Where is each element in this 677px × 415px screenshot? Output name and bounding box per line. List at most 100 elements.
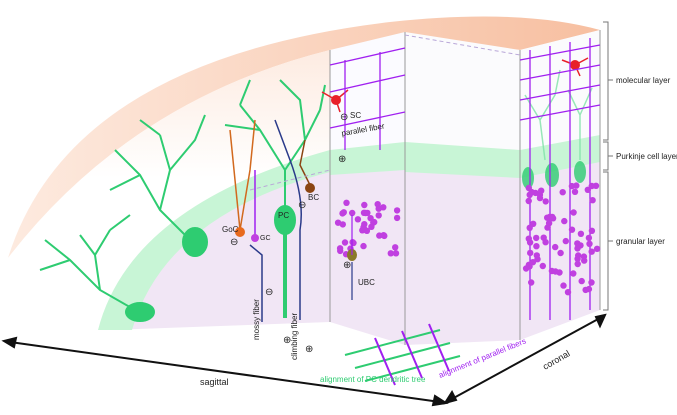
- granule-cell-dot: [380, 232, 387, 239]
- granule-cell-dot: [585, 234, 593, 242]
- parallel-fibers-slab: [329, 47, 406, 150]
- granule-cell-dot: [562, 237, 569, 245]
- granule-cell: [251, 170, 259, 242]
- granule-cell-dot: [564, 289, 572, 296]
- stellate-cell-2: [561, 57, 589, 77]
- granule-cell-dot: [588, 182, 595, 190]
- granule-cell-dot: [525, 261, 533, 268]
- label-ubc: UBC: [358, 278, 375, 287]
- granule-cell-dot: [582, 286, 589, 294]
- label-pc: PC: [278, 211, 289, 220]
- signs: ⊖ ⊕ ⊖ ⊖ ⊖ ⊕ ⊕ ⊕: [230, 112, 351, 355]
- label-gc: GC: [260, 235, 271, 242]
- granule-cell-dot: [545, 220, 553, 227]
- coronal-face-granular: [405, 160, 600, 345]
- sagittal-granular-region: [110, 160, 330, 330]
- granule-cell-dot: [557, 249, 564, 257]
- granule-cell-dot: [525, 184, 532, 192]
- granule-cell-dot: [593, 245, 601, 252]
- granule-cell-dot: [525, 197, 532, 205]
- granule-cell-dot: [340, 209, 347, 216]
- sign-plus-ubc: ⊕: [343, 260, 351, 271]
- sign-plus-pf: ⊕: [338, 154, 346, 165]
- granule-cell-dot: [588, 227, 596, 234]
- granule-cell-dot: [527, 249, 534, 257]
- sign-minus-goc: ⊖: [230, 237, 238, 248]
- granule-cell-dot: [334, 219, 342, 226]
- granule-cell-dot: [588, 248, 595, 255]
- sagittal-purkinje-band: [98, 150, 330, 330]
- sign-minus-mf: ⊖: [265, 287, 273, 298]
- label-sagittal: sagittal: [200, 377, 229, 387]
- label-purkinje-layer: Purkinje cell layer: [616, 152, 677, 161]
- granule-cell-dot: [528, 279, 535, 286]
- granule-cell-dot: [392, 244, 399, 251]
- stellate-cell-1: [321, 89, 349, 113]
- label-alignment-pc: alignment of PC dendritic tree: [320, 375, 426, 384]
- granule-cell-dot: [354, 216, 362, 223]
- granule-cell-dot: [362, 209, 369, 217]
- parallel-fibers-right: [519, 38, 601, 320]
- granule-cell-dot: [368, 223, 375, 230]
- label-granular-layer: granular layer: [616, 237, 665, 246]
- purkinje-cell-2: [109, 114, 208, 257]
- granule-cell-dot: [361, 221, 368, 228]
- granule-cell-dot: [536, 194, 544, 202]
- granule-cell-dot: [337, 247, 344, 255]
- granule-cell-dot: [588, 279, 595, 286]
- granule-cell-dot: [375, 212, 382, 219]
- top-surface: [8, 16, 600, 258]
- granule-cell-dot: [542, 198, 549, 205]
- granule-cell-dot: [539, 262, 546, 270]
- coronal-slab-granular: [330, 170, 405, 345]
- coronal-slab-band: [330, 142, 405, 178]
- label-mossy-fiber: mossy fiber: [252, 299, 261, 340]
- granule-cell-dot: [540, 234, 547, 241]
- sagittal-axis: [1, 336, 449, 407]
- granule-cell-dot: [559, 189, 566, 196]
- granule-cell-dot: [573, 182, 580, 189]
- purkinje-cell-1: [39, 214, 155, 322]
- granule-cell-dot: [387, 250, 394, 257]
- coronal-axis: [442, 313, 607, 405]
- label-coronal: coronal: [541, 348, 572, 371]
- coronal-slab-molecular: [330, 32, 405, 160]
- mossy-fiber: [249, 244, 263, 322]
- sign-minus-sc: ⊖: [340, 112, 348, 123]
- granule-cell-dot: [574, 255, 581, 262]
- granule-cell-dot: [530, 220, 537, 227]
- granule-cell-dot: [371, 218, 378, 226]
- golgi-cell: [229, 119, 256, 237]
- granule-cell-dot: [392, 250, 400, 257]
- granule-cell-dot: [393, 214, 401, 222]
- label-goc: GoC: [222, 225, 239, 234]
- granule-cell-dot: [570, 209, 577, 216]
- granule-cell-dot: [349, 209, 356, 217]
- granule-cell-dot: [577, 230, 585, 237]
- granule-cell-dot: [589, 197, 596, 204]
- granule-cell-dot: [393, 207, 401, 214]
- granule-cell-dot: [568, 226, 576, 233]
- granule-cell-dot: [552, 243, 559, 251]
- granule-cell-dot: [574, 260, 581, 268]
- granule-cell-dot: [533, 243, 540, 250]
- guide-lines: [249, 34, 521, 191]
- granule-cell-dot: [532, 189, 539, 197]
- sign-plus-mf: ⊕: [283, 335, 291, 346]
- unipolar-brush-cell: [347, 215, 357, 300]
- granule-cell-dot: [341, 239, 349, 246]
- granule-cell-dot: [580, 253, 588, 260]
- granule-cell-dot: [360, 242, 367, 250]
- basket-cell: [299, 139, 315, 193]
- granule-cluster-right: [522, 182, 601, 296]
- granule-cell-dot: [380, 204, 387, 211]
- granule-cell-dot: [526, 239, 534, 246]
- granule-cell-dot: [560, 282, 567, 289]
- granule-cell-dot: [361, 201, 368, 209]
- sign-plus-cf: ⊕: [305, 344, 313, 355]
- layer-brackets: [603, 21, 613, 311]
- sign-minus-bc: ⊖: [298, 200, 306, 211]
- granule-cell-dot: [561, 217, 568, 225]
